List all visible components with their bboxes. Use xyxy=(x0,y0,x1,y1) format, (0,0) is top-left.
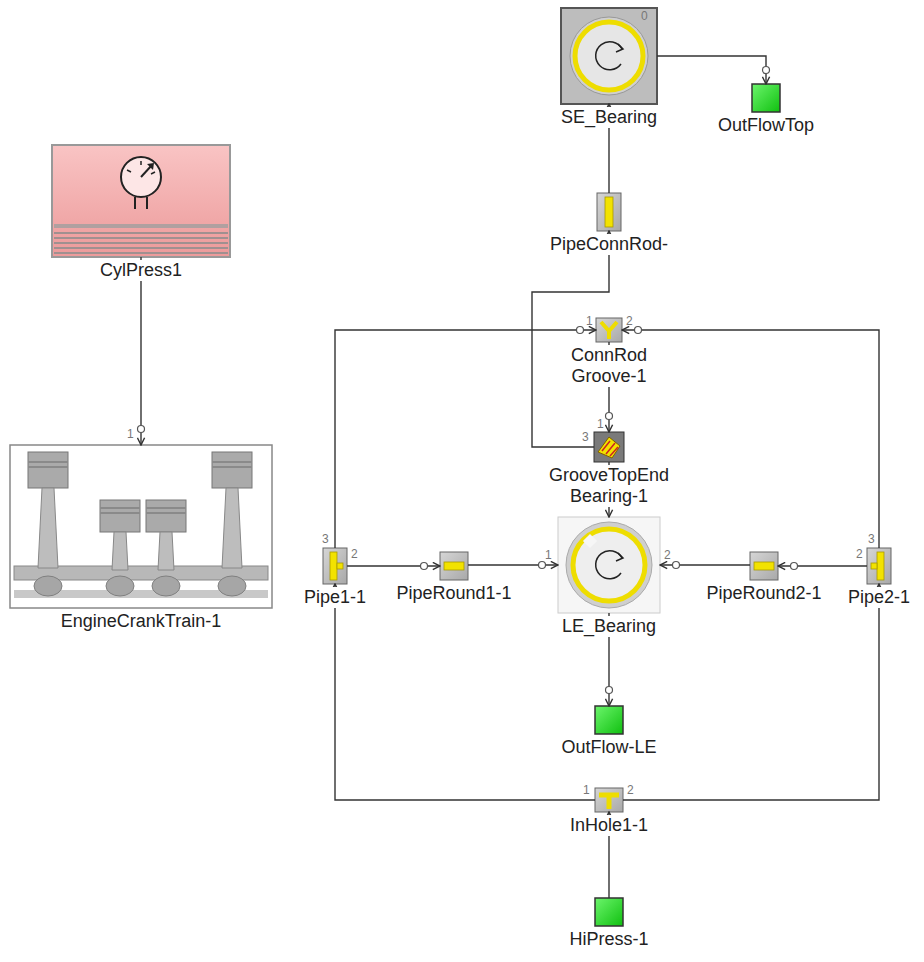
component-name: HiPress-1 xyxy=(568,929,649,950)
port-number: 1 xyxy=(545,549,552,562)
component-name: OutFlow-LE xyxy=(560,737,657,758)
flow-connector xyxy=(622,330,879,548)
groove-bearing-icon xyxy=(594,432,624,462)
bearing-block: LE_Bearing xyxy=(558,517,660,613)
hole-block: InHole1-1 xyxy=(595,788,623,812)
component-name: ConnRod Groove-1 xyxy=(558,345,660,387)
port-number: 1 xyxy=(127,428,134,441)
flow-connector xyxy=(532,231,609,447)
port-dot xyxy=(673,562,680,569)
pipe-block: Pipe1-1 xyxy=(323,548,347,584)
port-number: 2 xyxy=(627,784,634,797)
component-name: SE_Bearing xyxy=(560,107,658,128)
bearing-icon xyxy=(561,8,657,104)
port-dot xyxy=(763,67,770,74)
pressure-icon xyxy=(52,145,230,257)
engine-block: EngineCrankTrain-1 xyxy=(10,445,272,608)
port-dot xyxy=(539,562,546,569)
hole-icon xyxy=(595,788,623,812)
port-number: 2 xyxy=(856,548,863,561)
flow-connector xyxy=(623,584,879,800)
port-dot xyxy=(421,563,428,570)
bearing-icon xyxy=(558,517,660,613)
pipe-icon xyxy=(597,193,621,231)
pipe-icon xyxy=(323,548,347,584)
port-dot xyxy=(577,327,584,334)
flow-connector xyxy=(335,584,595,800)
port-number: 2 xyxy=(626,315,633,328)
component-name: PipeRound2-1 xyxy=(705,583,822,604)
flow-connector xyxy=(657,56,766,84)
boundary-block: OutFlowTop xyxy=(752,84,780,112)
port-number: 2 xyxy=(664,549,671,562)
port-dot xyxy=(606,413,613,420)
component-name: PipeConnRod- xyxy=(549,234,669,255)
pipe-block: PipeRound1-1 xyxy=(440,552,468,580)
port-number: 0 xyxy=(641,10,648,23)
boundary-block: HiPress-1 xyxy=(595,898,623,926)
port-dot xyxy=(606,687,613,694)
groove-icon xyxy=(596,318,622,342)
port-number: 1 xyxy=(597,418,604,431)
flow-connector xyxy=(140,257,141,445)
component-name: Pipe1-1 xyxy=(303,587,367,608)
groove-block: ConnRod Groove-1 xyxy=(596,318,622,342)
port-number: 3 xyxy=(322,533,329,546)
port-dot xyxy=(635,327,642,334)
port-dot xyxy=(138,426,145,433)
pipe-block: PipeRound2-1 xyxy=(750,552,778,580)
port-number: 3 xyxy=(582,431,589,444)
component-name: PipeRound1-1 xyxy=(395,583,512,604)
port-number: 1 xyxy=(583,784,590,797)
pipe-block: PipeConnRod- xyxy=(597,193,621,231)
pipe-icon xyxy=(867,548,891,584)
pipe-block: Pipe2-1 xyxy=(867,548,891,584)
port-number: 2 xyxy=(351,548,358,561)
boundary-block: OutFlow-LE xyxy=(595,706,623,734)
groove-bearing-block: GrooveTopEnd Bearing-1 xyxy=(594,432,624,462)
component-name: InHole1-1 xyxy=(569,815,649,836)
component-name: Pipe2-1 xyxy=(847,587,911,608)
flow-connector xyxy=(335,330,596,548)
engine-icon xyxy=(10,445,272,608)
pipe-icon xyxy=(750,552,778,580)
port-dot xyxy=(791,563,798,570)
component-name: EngineCrankTrain-1 xyxy=(60,611,222,632)
pressure-source: CylPress1 xyxy=(52,145,230,257)
component-name: LE_Bearing xyxy=(561,616,657,637)
component-name: GrooveTopEnd Bearing-1 xyxy=(542,465,676,507)
port-number: 3 xyxy=(868,533,875,546)
pipe-icon xyxy=(440,552,468,580)
port-number: 1 xyxy=(586,315,593,328)
component-name: OutFlowTop xyxy=(717,115,815,136)
component-name: CylPress1 xyxy=(99,260,183,281)
